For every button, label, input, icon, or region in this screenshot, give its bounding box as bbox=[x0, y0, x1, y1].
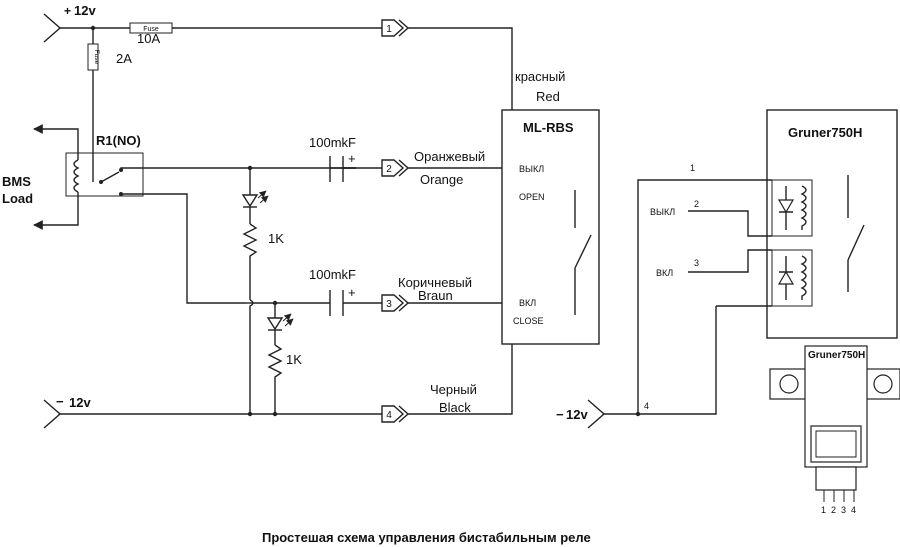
resistor-1-label: 1K bbox=[268, 231, 284, 246]
wire-led1-to-ground bbox=[249, 299, 254, 414]
gruner-pkg-title: Gruner750H bbox=[808, 350, 865, 361]
svg-text:2: 2 bbox=[386, 164, 392, 175]
wire-gruner-pin1 bbox=[637, 179, 772, 414]
ml-rbs-contact-blade bbox=[574, 234, 592, 269]
bms-arrow-top bbox=[33, 124, 79, 154]
relay-r1 bbox=[65, 152, 356, 304]
main-fuse-label: Fuse bbox=[143, 26, 159, 33]
cap2-plus: + bbox=[348, 285, 356, 300]
svg-text:3: 3 bbox=[386, 299, 392, 310]
led-2 bbox=[266, 303, 294, 345]
minus-12v-terminal-right: − 12v bbox=[556, 399, 606, 429]
bms-arrow-bottom bbox=[33, 196, 79, 230]
load-label: Load bbox=[2, 191, 33, 206]
red-ru-label: красный bbox=[515, 69, 565, 84]
orange-ru-label: Оранжевый bbox=[414, 149, 485, 164]
svg-text:3: 3 bbox=[694, 258, 699, 268]
wire-black bbox=[408, 344, 513, 415]
bms-label: BMS bbox=[2, 174, 31, 189]
plus-12v-terminal: + 12v bbox=[43, 3, 96, 43]
gruner-package: Gruner750H 1 2 3 4 bbox=[769, 345, 900, 515]
svg-text:4: 4 bbox=[851, 505, 856, 515]
ml-rbs-off-en: OPEN bbox=[519, 192, 545, 202]
ml-rbs-on-en: CLOSE bbox=[513, 316, 544, 326]
minus-12v-right-label: 12v bbox=[566, 407, 588, 422]
diagram-caption: Простешая схема управления бистабильным … bbox=[262, 530, 591, 545]
relay-label: R1(NO) bbox=[96, 133, 141, 148]
resistor-2 bbox=[267, 344, 283, 414]
wire-relay-to-cap2 bbox=[121, 193, 246, 304]
connector-3: 3 bbox=[381, 294, 410, 312]
black-ru-label: Черный bbox=[430, 382, 477, 397]
svg-text:4: 4 bbox=[386, 410, 392, 421]
ml-rbs-relay: ML-RBS ВЫКЛ OPEN ВКЛ CLOSE bbox=[501, 109, 600, 345]
cap1-label: 100mkF bbox=[309, 135, 356, 150]
main-fuse-rating: 10A bbox=[137, 31, 160, 46]
capacitor-2: + 100mkF bbox=[309, 267, 356, 316]
svg-text:2: 2 bbox=[694, 199, 699, 209]
connector-4: 4 bbox=[381, 405, 410, 423]
svg-text:1: 1 bbox=[690, 163, 695, 173]
brown-ru-label: Коричневый bbox=[398, 275, 472, 290]
orange-en-label: Orange bbox=[420, 172, 463, 187]
svg-text:1: 1 bbox=[821, 505, 826, 515]
gruner-on-label: ВКЛ bbox=[656, 268, 673, 278]
ml-rbs-off-ru: ВЫКЛ bbox=[519, 164, 544, 174]
connector-2: 2 bbox=[381, 159, 410, 177]
wire-relay-to-cap1 bbox=[120, 167, 356, 170]
capacitor-1: + 100mkF bbox=[309, 135, 356, 182]
branch-fuse: Fuse bbox=[87, 43, 100, 71]
relay-coil bbox=[73, 159, 80, 193]
gruner-coil-1 bbox=[800, 185, 807, 230]
relay-switch-blade bbox=[100, 171, 120, 183]
gruner750h-relay: Gruner750H bbox=[766, 109, 898, 339]
plus-12v-label: 12v bbox=[74, 3, 96, 18]
connector-1-label: 1 bbox=[386, 24, 392, 35]
resistor-1 bbox=[242, 223, 258, 300]
wire-gruner-pin2 bbox=[688, 210, 772, 237]
wire-gruner-pin3 bbox=[688, 249, 772, 273]
main-fuse: Fuse 10A bbox=[129, 22, 173, 46]
gruner-coil-2 bbox=[800, 255, 807, 300]
led-1 bbox=[241, 168, 269, 224]
gruner-title: Gruner750H bbox=[788, 125, 862, 140]
branch-fuse-label: Fuse bbox=[93, 50, 100, 65]
cap1-plus: + bbox=[348, 151, 356, 166]
ml-rbs-on-ru: ВКЛ bbox=[519, 298, 536, 308]
branch-fuse-rating: 2A bbox=[116, 51, 132, 66]
black-en-label: Black bbox=[439, 400, 471, 415]
resistor-2-label: 1K bbox=[286, 352, 302, 367]
svg-text:2: 2 bbox=[831, 505, 836, 515]
svg-text:3: 3 bbox=[841, 505, 846, 515]
connector-1: 1 bbox=[381, 18, 410, 38]
wire-red bbox=[408, 27, 513, 110]
minus-12v-left-label: 12v bbox=[69, 395, 91, 410]
brown-en-label: Braun bbox=[418, 288, 453, 303]
red-en-label: Red bbox=[536, 89, 560, 104]
plus-sign: + bbox=[64, 4, 71, 18]
minus-sign-right: − bbox=[556, 407, 564, 422]
svg-text:4: 4 bbox=[644, 401, 649, 411]
gruner-off-label: ВЫКЛ bbox=[650, 207, 675, 217]
cap2-label: 100mkF bbox=[309, 267, 356, 282]
minus-12v-terminal-left: − 12v bbox=[43, 394, 91, 429]
minus-sign-left: − bbox=[56, 394, 64, 409]
ml-rbs-title: ML-RBS bbox=[523, 120, 574, 135]
wire-gruner-pin4 bbox=[604, 305, 772, 415]
